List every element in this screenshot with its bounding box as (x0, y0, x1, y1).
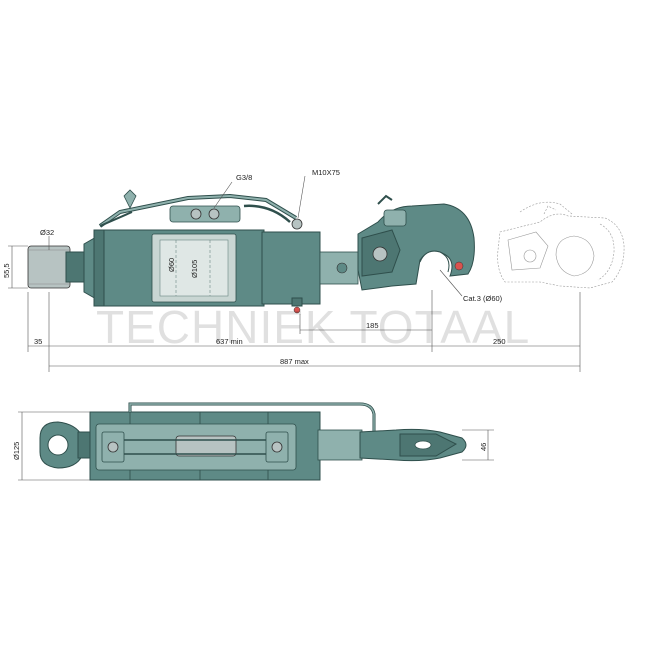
side-dimension-lines (8, 236, 581, 372)
rear-eye (27, 235, 99, 301)
max-length-dimension: 887 max (280, 357, 309, 366)
piston-rod (319, 251, 359, 285)
body-diameter-dimension: Ø125 (12, 442, 21, 460)
plan-dimension-lines (18, 411, 494, 481)
hook-category-label: Cat.3 (Ø60) (463, 294, 503, 303)
rod-diameter-label: Ø60 (167, 258, 176, 272)
hook-length-dimension: 250 (493, 337, 506, 346)
eye-diameter-label: Ø32 (40, 228, 54, 237)
thread-port-label: G3/8 (236, 173, 252, 182)
eye-height-dimension: 55,5 (2, 263, 11, 278)
side-view: G3/8 M10X75 Ø32 Ø60 Ø105 Cat.3 (Ø60) 55,… (2, 168, 625, 372)
valve-assembly (98, 175, 306, 230)
hook-assembly (357, 194, 475, 297)
bolt-label: M10X75 (312, 168, 340, 177)
plan-rod-hook (317, 428, 467, 462)
plan-handle-bar (128, 402, 376, 434)
cylinder-barrel (93, 229, 321, 314)
eye-offset-dimension: 35 (34, 337, 42, 346)
min-length-dimension: 637 min (216, 337, 243, 346)
hook-width-dimension: 46 (479, 443, 488, 451)
bore-diameter-label: Ø105 (190, 260, 199, 278)
watermark: TECHNIEK TOTAAL (96, 301, 530, 353)
plan-rear-eye (39, 421, 93, 469)
ghost-hook-outline (497, 201, 625, 289)
plan-view: Ø125 46 (12, 402, 494, 481)
stroke-dimension: 185 (366, 321, 379, 330)
plan-cylinder-barrel (89, 411, 321, 481)
